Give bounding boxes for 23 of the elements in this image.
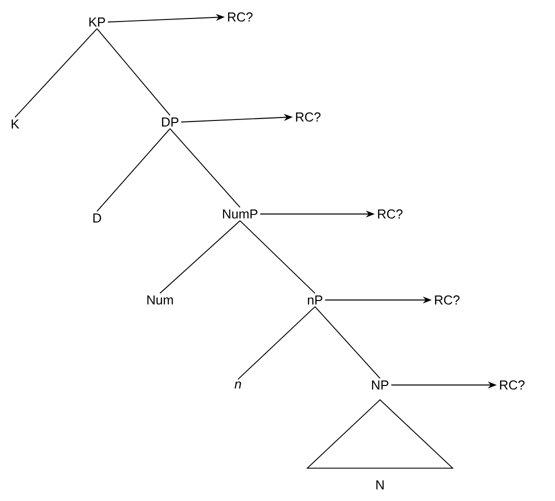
branch-line [170,128,240,208]
phrase-label: D [93,214,102,222]
branch-line [240,220,316,294]
phrase-label: Num [147,295,173,305]
leaf-label: N [376,480,384,490]
phrase-label: RC? [378,209,402,219]
phrase-label: RC? [228,12,253,22]
branch-line [160,220,240,294]
phrase-label: RC? [500,380,524,390]
branch-line [96,128,170,212]
branch-line [14,28,98,118]
phrase-label: RC? [296,112,321,122]
phrase-label: K [12,120,20,128]
phrase-label: DP [162,118,178,126]
phrase-label: NP [372,380,388,390]
branch-line [314,306,380,379]
phrase-label: n [234,382,242,388]
phrase-label: NumP [223,209,258,219]
phrase-label: nP [308,296,322,304]
branch-line [238,306,316,380]
phrase-label: KP [89,18,105,26]
branch-line [96,28,170,116]
phrase-label: RC? [435,295,460,305]
